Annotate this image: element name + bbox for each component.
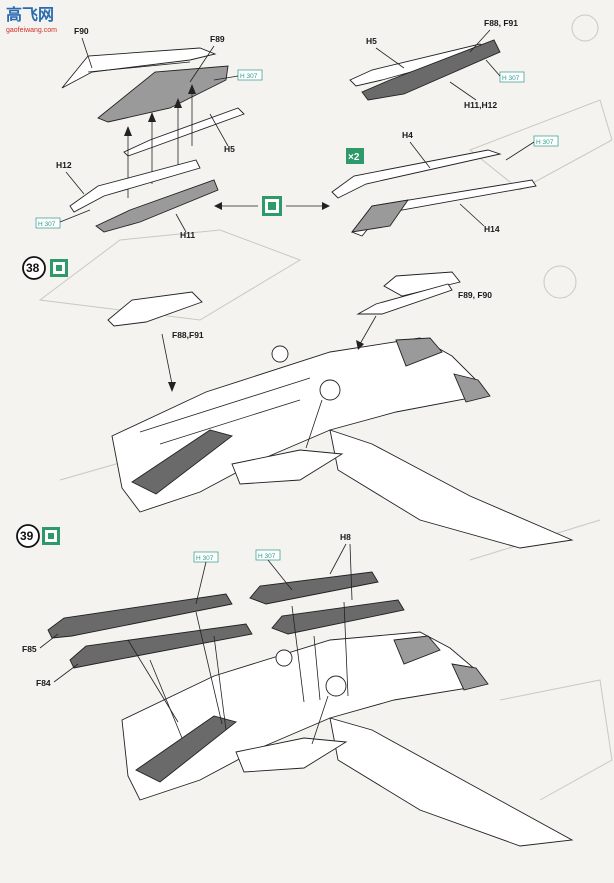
step-38-number: 38 xyxy=(26,261,40,275)
times-badge xyxy=(346,148,364,164)
label-h11: H11 xyxy=(180,230,195,240)
label-h14: H14 xyxy=(484,224,500,234)
label-h5-right: H5 xyxy=(366,36,377,46)
subassembly-left xyxy=(61,47,245,233)
part-38-f88-f91 xyxy=(107,291,203,327)
part-h8-b xyxy=(271,599,405,635)
watermark-title: 高飞网 xyxy=(6,5,54,24)
step-39: 39 H8 F85 xyxy=(16,524,574,847)
watermark-url: gaofeiwang.com xyxy=(6,27,57,34)
part-h12 xyxy=(69,159,201,213)
label-h5-left: H5 xyxy=(224,144,235,154)
subassembly-right-lower xyxy=(331,149,537,237)
label-39-h8: H8 xyxy=(340,532,351,542)
paint-h307-2: H 307 xyxy=(502,75,520,82)
paint-39-h307-b: H 307 xyxy=(258,553,276,560)
site-watermark: 高飞网 gaofeiwang.com xyxy=(6,5,57,34)
paint-h307-1: H 307 xyxy=(240,73,258,80)
swap-indicator xyxy=(214,196,330,216)
part-38-f89-f90 xyxy=(383,271,461,297)
aircraft-38 xyxy=(111,337,574,549)
label-39-f84: F84 xyxy=(36,678,51,688)
aircraft-39 xyxy=(121,631,574,847)
subassembly-right-upper xyxy=(349,39,501,101)
label-f90: F90 xyxy=(74,26,89,36)
paint-h307-4: H 307 xyxy=(38,221,56,228)
part-f88-f91 xyxy=(361,39,501,101)
part-h4 xyxy=(331,149,502,199)
label-h4: H4 xyxy=(402,130,413,140)
step-38: 38 F88,F91 F89, F90 xyxy=(22,256,574,549)
step-38-badge xyxy=(22,256,46,280)
part-f85 xyxy=(47,593,233,639)
label-f89: F89 xyxy=(210,34,225,44)
part-h11 xyxy=(95,179,219,233)
paint-h307-3: H 307 xyxy=(536,139,554,146)
label-times-two: ×2 xyxy=(348,152,360,163)
label-38-f89-f90: F89, F90 xyxy=(458,290,492,300)
part-f84 xyxy=(69,623,253,669)
label-38-f88-f91: F88,F91 xyxy=(172,330,204,340)
part-f89 xyxy=(97,65,229,123)
step-39-badge xyxy=(16,524,40,548)
label-h12: H12 xyxy=(56,160,72,170)
top-labels: F90 F89 H5 H12 H11 H5 F88, F91 H11,H12 H… xyxy=(56,18,518,240)
label-f88-f91: F88, F91 xyxy=(484,18,518,28)
paint-39-h307-a: H 307 xyxy=(196,555,214,562)
label-39-f85: F85 xyxy=(22,644,37,654)
step-39-number: 39 xyxy=(20,529,34,543)
part-h8-a xyxy=(249,571,379,605)
label-h11-h12: H11,H12 xyxy=(464,100,497,110)
top-paint-callouts: H 307 H 307 H 307 H 307 xyxy=(35,59,559,229)
